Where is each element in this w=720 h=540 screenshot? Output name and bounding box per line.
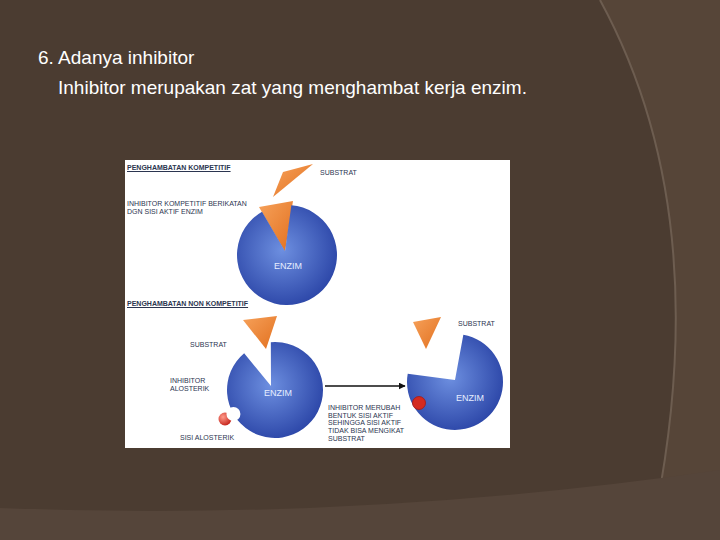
enzyme-shape	[235, 203, 339, 307]
background-arc	[600, 0, 676, 540]
section-heading: PENGHAMBATAN KOMPETITIF	[127, 164, 231, 172]
allosteric-site	[226, 407, 240, 421]
section-heading: PENGHAMBATAN NON KOMPETITIF	[127, 300, 248, 308]
note-label: INHIBITOR MERUBAH BENTUK SISI AKTIF SEHI…	[328, 404, 418, 442]
part-label: INHIBITOR ALOSTERIK	[170, 377, 220, 392]
note-label: INHIBITOR KOMPETITIF BERIKATAN DGN SISI …	[127, 200, 249, 215]
enzyme-label: ENZIM	[274, 262, 302, 271]
allosteric-inhibitor	[413, 397, 426, 410]
part-label: SISI ALOSTERIK	[180, 434, 234, 442]
part-label: SUBSTRAT	[320, 169, 357, 177]
enzyme-body	[407, 335, 503, 430]
substrate-wedge	[273, 164, 313, 197]
arrow-connector	[325, 385, 405, 387]
part-label: SUBSTRAT	[190, 341, 227, 349]
enzyme-label: ENZIM	[264, 389, 292, 398]
enzyme-node: ENZIM	[235, 203, 339, 307]
background-band	[600, 0, 720, 540]
substrate-wedge	[413, 317, 441, 349]
part-label: SUBSTRAT	[458, 320, 495, 328]
slide-subtitle: Inhibitor merupakan zat yang menghambat …	[58, 77, 527, 100]
enzyme-body	[227, 342, 323, 438]
figure-panel	[125, 160, 510, 448]
background-band	[0, 470, 720, 540]
slide-title: 6. Adanya inhibitor	[38, 47, 194, 70]
enzyme-body	[237, 205, 337, 305]
enzyme-label: ENZIM	[456, 394, 484, 403]
enzyme-node: ENZIM	[405, 332, 505, 432]
enzyme-node: ENZIM	[225, 340, 325, 440]
enzyme-shape	[405, 332, 505, 432]
